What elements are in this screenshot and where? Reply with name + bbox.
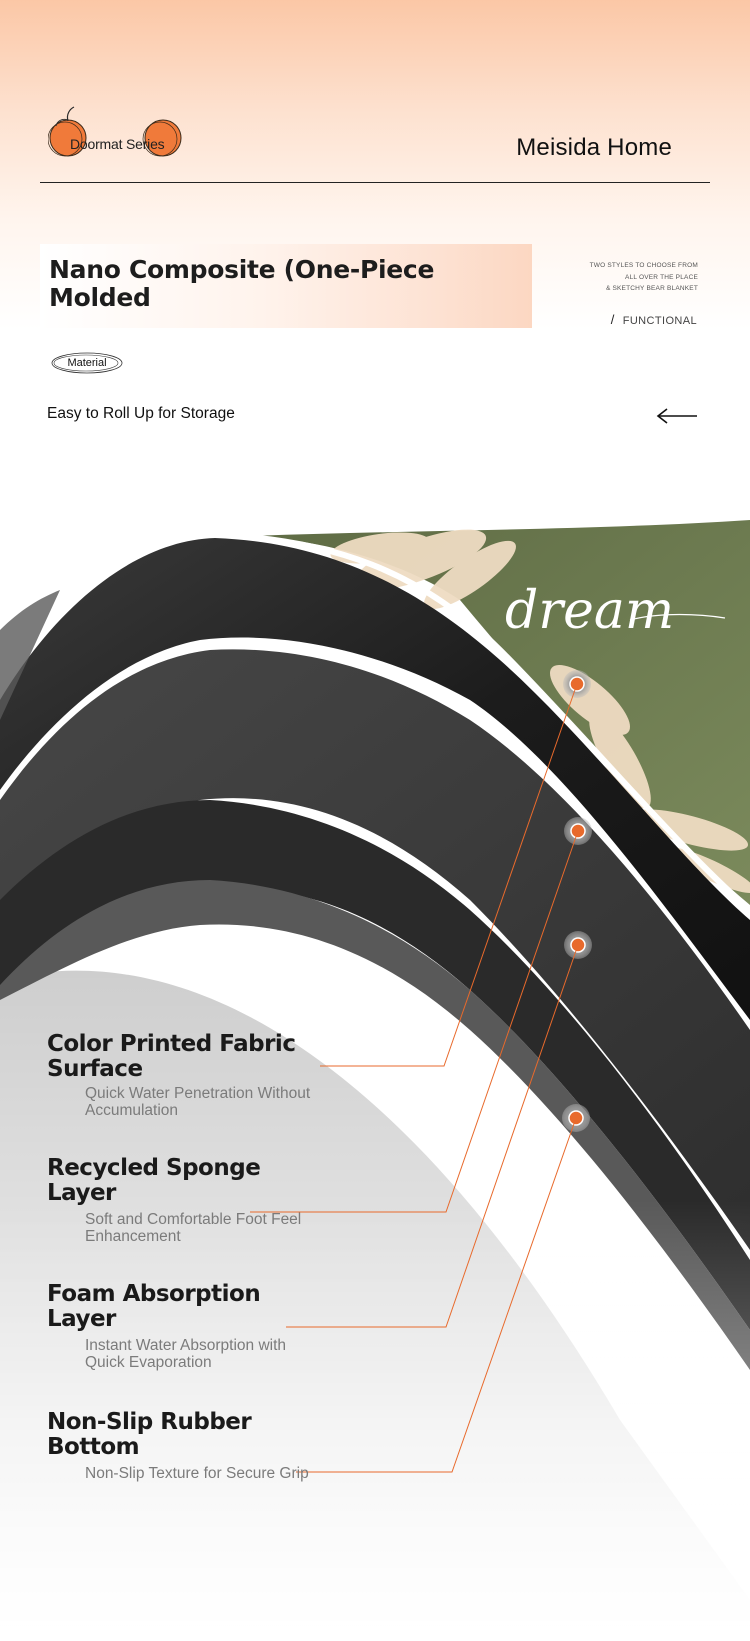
feature-title: Color Printed Fabric Surface bbox=[47, 1031, 296, 1082]
top-black-layer bbox=[0, 538, 750, 1020]
functional-tag: / FUNCTIONAL bbox=[611, 312, 697, 327]
styles-note-line: ALL OVER THE PLACE bbox=[625, 273, 698, 281]
callout-leader-lines bbox=[250, 683, 579, 1473]
styles-note-line: & SKETCHY BEAR BLANKET bbox=[605, 285, 698, 292]
styles-note-line: TWO STYLES TO CHOOSE FROM bbox=[589, 262, 698, 269]
fabric-surface-layer bbox=[250, 520, 750, 905]
material-label: Material bbox=[67, 357, 107, 369]
sub-headline: Easy to Roll Up for Storage bbox=[47, 405, 235, 422]
feature-sponge-layer: Recycled Sponge Layer Soft and Comfortab… bbox=[47, 1156, 327, 1245]
feature-foam-layer: Foam Absorption Layer Instant Water Abso… bbox=[47, 1282, 327, 1371]
feature-title: Foam Absorption Layer bbox=[47, 1281, 261, 1332]
feature-description: Soft and Comfortable Foot Feel Enhanceme… bbox=[85, 1211, 302, 1245]
brand-name: Meisida Home bbox=[516, 134, 672, 161]
pumpkin-logo-icon bbox=[48, 106, 182, 157]
header-divider bbox=[40, 182, 710, 183]
brand-logo: Doormat Series bbox=[48, 106, 188, 162]
page-headline: Nano Composite (One-Piece Molded bbox=[49, 255, 435, 312]
script-word: dream bbox=[505, 581, 674, 641]
foam-absorption-layer bbox=[0, 800, 750, 1330]
mat-layers-illustration: dream bbox=[0, 520, 750, 1641]
ellipse-outline-icon bbox=[51, 352, 123, 374]
functional-label: FUNCTIONAL bbox=[622, 315, 697, 327]
feature-description: Quick Water Penetration Without Accumula… bbox=[85, 1085, 311, 1119]
headline-background bbox=[40, 244, 532, 328]
material-badge: Material bbox=[50, 350, 124, 376]
feature-rubber-bottom: Non-Slip Rubber Bottom Non-Slip Texture … bbox=[47, 1410, 327, 1483]
feature-description: Instant Water Absorption with Quick Evap… bbox=[85, 1337, 287, 1371]
non-slip-rubber-layer bbox=[0, 880, 750, 1370]
feature-fabric-surface: Color Printed Fabric Surface Quick Water… bbox=[47, 1032, 327, 1119]
recycled-sponge-layer bbox=[0, 649, 750, 1250]
feature-title: Recycled Sponge Layer bbox=[47, 1155, 261, 1206]
feature-description: Non-Slip Texture for Secure Grip bbox=[85, 1465, 309, 1482]
slash-divider-icon: / bbox=[610, 312, 615, 327]
styles-note: TWO STYLES TO CHOOSE FROM ALL OVER THE P… bbox=[498, 260, 698, 295]
feature-title: Non-Slip Rubber Bottom bbox=[47, 1409, 252, 1460]
surface-edge bbox=[0, 531, 750, 913]
logo-text: Doormat Series bbox=[70, 136, 165, 152]
arrow-left-icon[interactable] bbox=[655, 406, 699, 426]
